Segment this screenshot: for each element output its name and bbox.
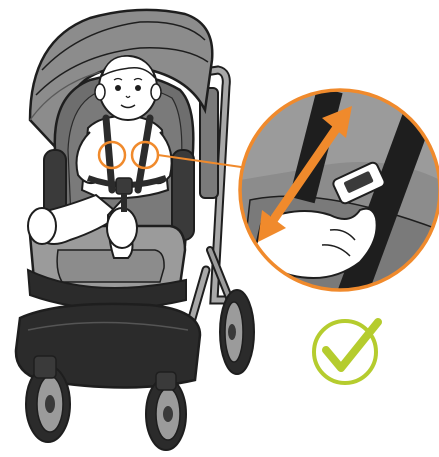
rear-wheel [220,290,254,374]
detail-zoom [240,90,439,300]
checkmark-icon [314,321,378,383]
